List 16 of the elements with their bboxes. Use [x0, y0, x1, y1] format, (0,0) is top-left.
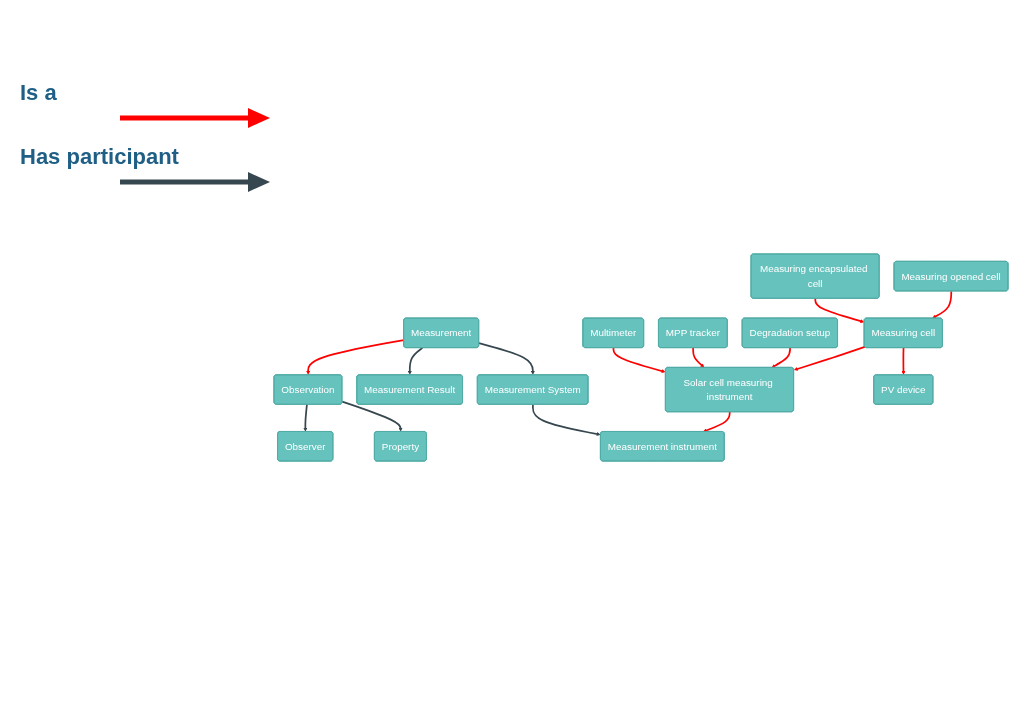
arrow: [932, 290, 953, 319]
arrow: [771, 347, 791, 368]
arrow: [793, 345, 866, 371]
arrow: [692, 347, 705, 368]
arrow: [407, 347, 424, 375]
arrow: [478, 342, 535, 375]
legend-text: Has participant: [20, 144, 180, 170]
legend-text: Is a: [20, 80, 58, 106]
arrow: [702, 411, 731, 433]
arrow: [612, 347, 666, 373]
arrow: [532, 403, 601, 436]
arrow: [306, 339, 405, 375]
arrow: [814, 297, 865, 323]
arrow: [303, 403, 308, 432]
arrow: [901, 347, 906, 375]
arrow: [341, 400, 403, 432]
